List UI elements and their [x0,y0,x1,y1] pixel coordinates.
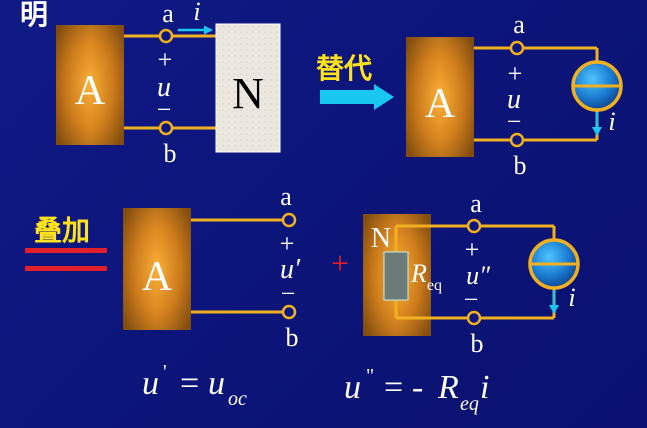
voltage-label: u [507,84,521,115]
minus-sign: − [464,285,479,314]
equation-1: u ' = u oc [142,361,247,410]
current-arrowhead [204,25,213,35]
box-a-label: A [75,68,106,114]
terminal-a-label: a [280,182,292,211]
eq1-equals: = [180,365,199,402]
bottom-left-circuit: A a b + u′ − [123,182,301,352]
terminal-a [509,40,525,56]
terminal-b-label: b [164,139,177,168]
network-n-box [215,23,281,153]
box-a-label: A [142,254,173,300]
terminal-a-label: a [513,10,525,39]
bottom-right-circuit: N Req a b + u″ − i [363,189,580,358]
terminal-b [158,120,174,136]
terminal-a [281,212,297,228]
resistor-req-icon [383,251,409,301]
eq2-equals: = [384,369,403,406]
current-arrowhead [549,305,559,314]
equation-2: u " = - R eq i [344,365,489,415]
equals-bar-bottom [25,266,107,271]
terminal-b-label: b [514,151,527,180]
eq2-r: R [437,369,459,406]
current-arrowhead [592,127,602,136]
voltage-label: u [157,72,171,103]
voltage-label: u′ [280,254,301,285]
current-label: i [608,107,615,136]
eq1-prime: ' [163,361,167,383]
terminal-b [466,310,482,326]
terminal-b-label: b [471,329,484,358]
eq1-sub: oc [228,388,247,410]
plus-sign: + [158,45,173,74]
replace-arrow-icon [320,84,394,110]
header-char: 明 [20,0,48,31]
equals-bar-top [25,248,107,253]
terminal-a-label: a [162,0,174,28]
terminal-b-label: b [286,323,299,352]
box-n-label: N [371,223,391,254]
current-label: i [568,283,575,312]
terminal-b [281,304,297,320]
top-right-circuit: A a b + u − i [406,10,623,180]
box-n-label: N [232,69,264,118]
plus-sign: + [465,235,480,264]
replace-label: 替代 [316,52,372,85]
eq2-i: i [480,369,489,406]
superpose-label: 叠加 [34,214,90,247]
terminal-b [509,132,525,148]
eq2-minus: - [412,369,423,406]
plus-sign: + [508,59,523,88]
req-label: Req [410,259,442,294]
eq1-rhs: u [208,365,225,402]
current-label: i [193,0,200,26]
top-left-circuit: A a b i + u − N [56,0,281,168]
terminal-a-label: a [470,189,482,218]
voltage-label: u″ [466,261,491,290]
minus-sign: − [157,95,172,124]
minus-sign: − [281,279,296,308]
eq2-prime: " [366,365,374,387]
terminal-a [158,28,174,44]
minus-sign: − [507,107,522,136]
plus-sign: + [280,229,295,258]
eq2-sub: eq [460,393,479,415]
plus-operator: + [331,245,349,281]
eq1-lhs: u [142,365,159,402]
terminal-a [466,218,482,234]
eq2-lhs: u [344,369,361,406]
box-a-label: A [425,81,456,127]
